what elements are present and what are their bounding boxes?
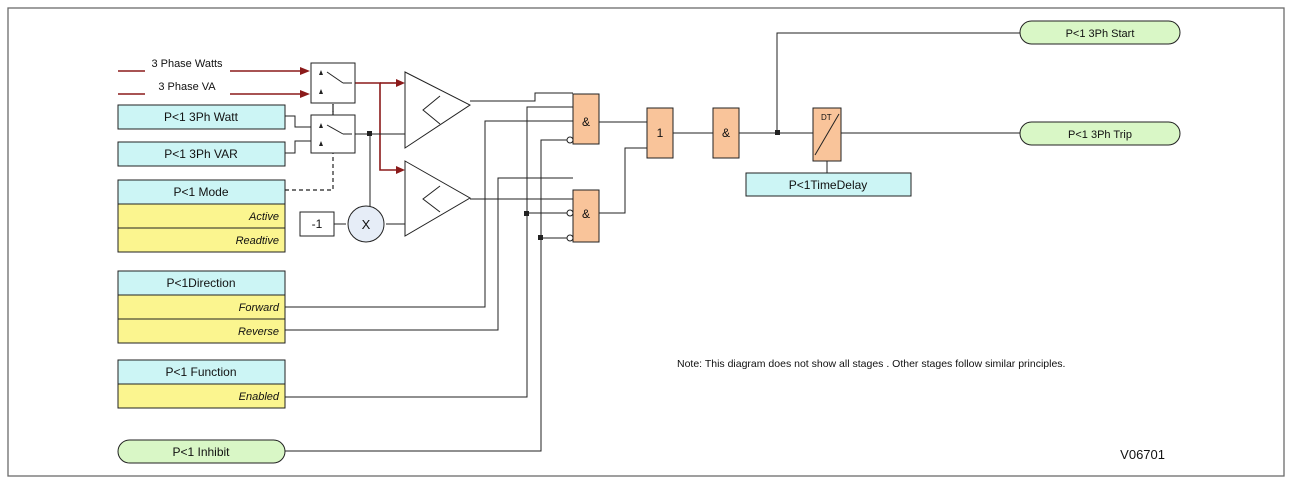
mode-setting-label: P<1 Mode bbox=[173, 185, 228, 199]
function-enabled-option: Enabled bbox=[239, 391, 280, 403]
or-gate-symbol: 1 bbox=[657, 126, 664, 140]
inhibit-signal: P<1 Inhibit bbox=[117, 439, 286, 464]
measurement-inputs: 3 Phase Watts 3 Phase VA bbox=[151, 58, 223, 93]
and-gate-lower-symbol: & bbox=[582, 207, 590, 221]
neg-one-label: -1 bbox=[312, 217, 323, 231]
comparator-upper bbox=[404, 71, 471, 149]
input-3-phase-watts: 3 Phase Watts bbox=[151, 58, 223, 70]
var-setting-box: P<1 3Ph VAR bbox=[117, 141, 286, 167]
and-gate-lower: & bbox=[566, 189, 600, 243]
start-output-signal: P<1 3Ph Start bbox=[1019, 20, 1181, 45]
figure-id: V06701 bbox=[1120, 447, 1165, 462]
diagram-note: Note: This diagram does not show all sta… bbox=[677, 358, 1065, 370]
wiring bbox=[118, 32, 1020, 452]
input-3-phase-va: 3 Phase VA bbox=[158, 81, 216, 93]
comparator-lower bbox=[404, 160, 472, 237]
dt-symbol: DT bbox=[821, 113, 832, 122]
neg-one-constant: -1 bbox=[299, 211, 335, 237]
or-gate: 1 bbox=[646, 107, 674, 159]
watt-setting-box: P<1 3Ph Watt bbox=[117, 104, 286, 130]
setting-selector-switch bbox=[310, 114, 356, 154]
start-output-label: P<1 3Ph Start bbox=[1066, 28, 1135, 40]
direction-setting-label: P<1Direction bbox=[166, 276, 235, 290]
direction-reverse-option: Reverse bbox=[238, 326, 279, 338]
mode-setting-group: P<1 Mode Active Readtive bbox=[117, 179, 286, 253]
inhibit-label: P<1 Inhibit bbox=[172, 445, 230, 459]
and-gate-upper: & bbox=[566, 93, 600, 145]
trip-output-label: P<1 3Ph Trip bbox=[1068, 129, 1132, 141]
time-delay-label: P<1TimeDelay bbox=[789, 178, 868, 192]
definite-time-timer: DT bbox=[812, 107, 842, 162]
direction-forward-option: Forward bbox=[239, 302, 280, 314]
and-gate-final: & bbox=[712, 107, 740, 159]
and-gate-upper-symbol: & bbox=[582, 115, 590, 129]
multiplier-block: X bbox=[347, 205, 385, 243]
and-gate-final-symbol: & bbox=[722, 126, 730, 140]
mode-active-option: Active bbox=[248, 211, 279, 223]
time-delay-setting: P<1TimeDelay bbox=[745, 172, 912, 197]
mode-reactive-option: Readtive bbox=[236, 235, 279, 247]
measurement-selector-switch bbox=[310, 62, 356, 104]
multiplier-symbol: X bbox=[362, 217, 371, 232]
trip-output-signal: P<1 3Ph Trip bbox=[1019, 121, 1181, 146]
direction-setting-group: P<1Direction Forward Reverse bbox=[117, 270, 286, 344]
var-setting-label: P<1 3Ph VAR bbox=[164, 147, 238, 161]
function-setting-label: P<1 Function bbox=[165, 365, 236, 379]
watt-setting-label: P<1 3Ph Watt bbox=[164, 110, 239, 124]
function-setting-group: P<1 Function Enabled bbox=[117, 359, 286, 409]
